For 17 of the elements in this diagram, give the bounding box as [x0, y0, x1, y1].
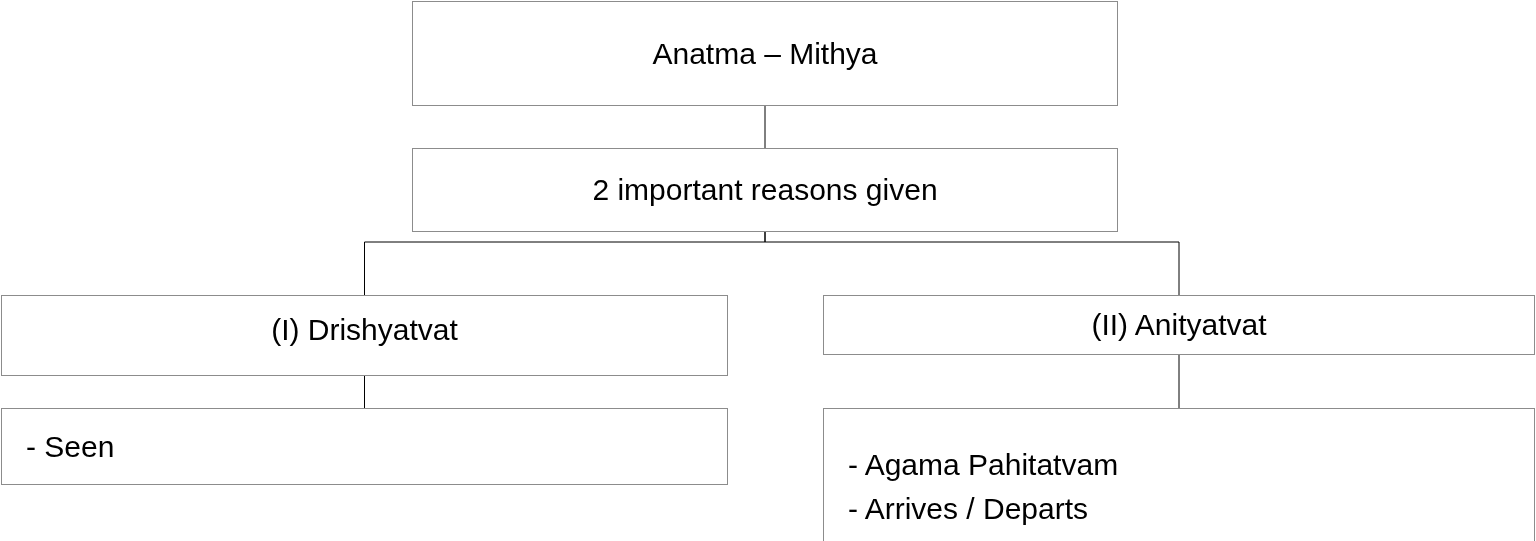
box-text: - Arrives / Departs — [848, 491, 1089, 527]
box-text: - Seen — [26, 428, 115, 465]
box-text: (I) Drishyatvat — [271, 311, 458, 348]
text-box — [823, 295, 1535, 355]
box-text: - Agama Pahitatvam — [848, 447, 1119, 483]
text-box — [412, 1, 1118, 106]
text-box — [1, 295, 728, 376]
connector-line — [764, 105, 766, 149]
connector-line — [364, 375, 365, 409]
text-box — [412, 148, 1118, 232]
box-text: Anatma – Mithya — [652, 35, 878, 72]
text-box — [823, 408, 1535, 541]
text-box — [1, 408, 728, 485]
connector-line — [764, 231, 1180, 296]
box-text: (II) Anityatvat — [1091, 307, 1267, 343]
connector-line — [1178, 354, 1180, 409]
box-text: 2 important reasons given — [592, 172, 938, 208]
